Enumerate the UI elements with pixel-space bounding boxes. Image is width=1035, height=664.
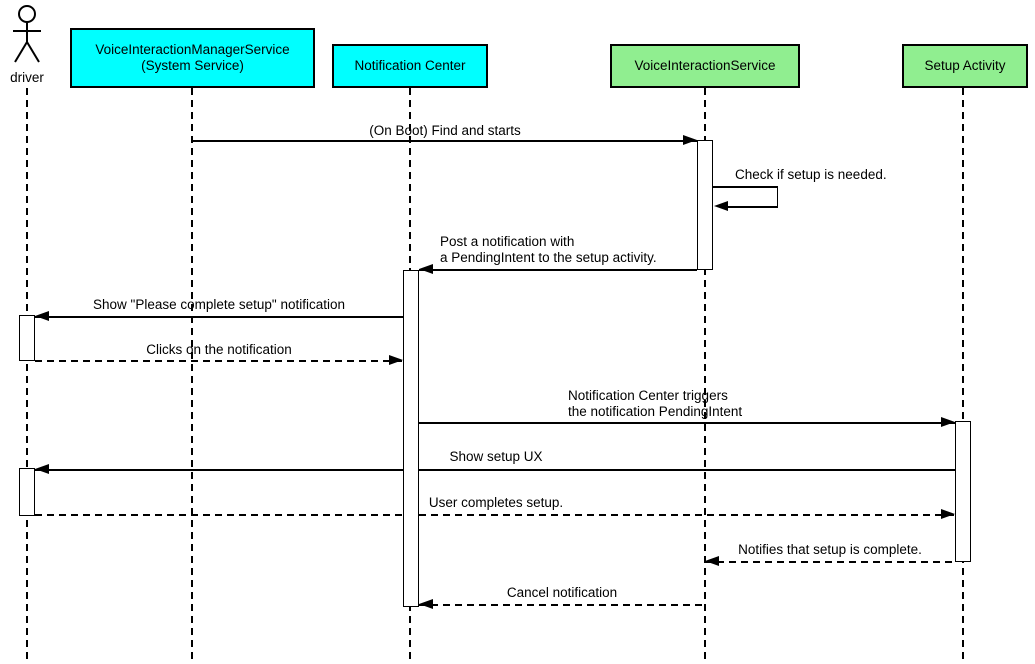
msg-show-setup-ux-line <box>35 469 955 471</box>
msg-user-completes-setup-label: User completes setup. <box>428 495 564 510</box>
lifeline-voice-interaction-service <box>704 88 706 662</box>
msg-user-completes-setup-arrowhead <box>941 509 955 519</box>
msg-clicks-on-notification-line <box>35 360 403 362</box>
msg-post-notification-line <box>419 269 697 271</box>
actor-label: driver <box>10 70 44 85</box>
actor-stick-figure-icon <box>13 5 41 63</box>
activation-setup-activity <box>955 421 971 562</box>
msg-notifies-setup-complete-line <box>705 561 955 563</box>
activation-voice-interaction-service <box>697 140 713 270</box>
activation-driver-2 <box>19 468 35 516</box>
msg-clicks-on-notification-label: Clicks on the notification <box>146 342 292 357</box>
participant-voice-interaction-manager-service: VoiceInteractionManagerService (System S… <box>70 28 315 88</box>
lifeline-driver <box>26 88 28 662</box>
activation-driver-1 <box>19 315 35 361</box>
participant-voice-interaction-service: VoiceInteractionService <box>610 44 800 88</box>
msg-check-if-setup-needed-label: Check if setup is needed. <box>735 167 887 182</box>
msg-triggers-pendingintent-line <box>419 422 955 424</box>
msg-on-boot-find-and-starts-line <box>192 140 697 142</box>
msg-clicks-on-notification-arrowhead <box>389 355 403 365</box>
msg-cancel-notification-line <box>419 604 705 606</box>
msg-show-complete-setup-notification-arrowhead <box>35 311 49 321</box>
msg-cancel-notification-label: Cancel notification <box>506 585 618 600</box>
msg-notifies-setup-complete-arrowhead <box>705 556 719 566</box>
msg-check-if-setup-needed-right-line <box>776 186 778 208</box>
msg-check-if-setup-needed-top-line <box>713 186 778 188</box>
msg-triggers-pendingintent-label: Notification Center triggers the notific… <box>568 388 743 419</box>
participant-notification-center: Notification Center <box>332 44 488 88</box>
participant-driver: driver <box>10 4 44 85</box>
msg-notifies-setup-complete-label: Notifies that setup is complete. <box>738 542 922 557</box>
participant-setup-activity: Setup Activity <box>902 44 1028 88</box>
msg-post-notification-label: Post a notification with a PendingIntent… <box>440 234 657 265</box>
lifeline-setup-activity <box>962 88 964 662</box>
msg-check-if-setup-needed-arrowhead <box>714 201 728 211</box>
msg-post-notification-arrowhead <box>419 264 433 274</box>
msg-triggers-pendingintent-arrowhead <box>941 417 955 427</box>
msg-check-if-setup-needed-return-line <box>726 206 778 208</box>
msg-show-complete-setup-notification-label: Show "Please complete setup" notificatio… <box>93 297 345 312</box>
lifeline-voice-interaction-manager-service <box>191 88 193 662</box>
msg-show-setup-ux-label: Show setup UX <box>449 449 543 464</box>
msg-on-boot-find-and-starts-arrowhead <box>683 135 697 145</box>
msg-show-complete-setup-notification-line <box>35 316 403 318</box>
msg-user-completes-setup-line <box>35 514 955 516</box>
msg-show-setup-ux-arrowhead <box>35 464 49 474</box>
msg-on-boot-find-and-starts-label: (On Boot) Find and starts <box>369 123 521 138</box>
msg-cancel-notification-arrowhead <box>419 599 433 609</box>
activation-notification-center <box>403 270 419 607</box>
